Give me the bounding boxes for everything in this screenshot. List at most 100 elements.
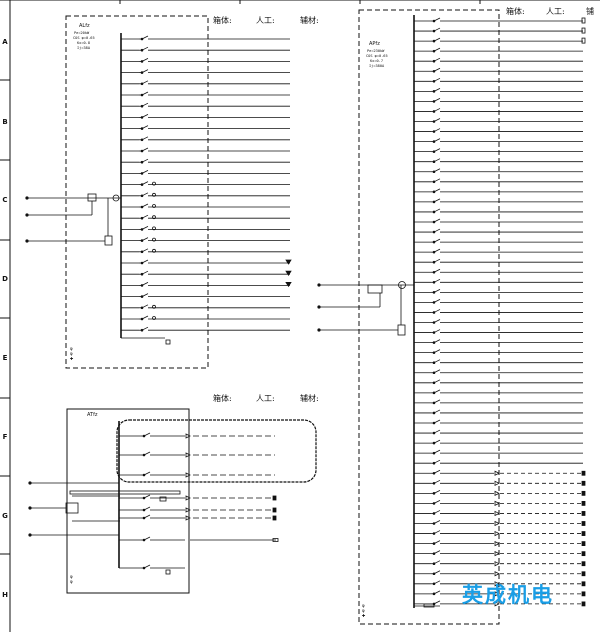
ap-circuit-59-arrow — [494, 601, 500, 607]
al-branch-circuits — [25, 33, 292, 345]
row-label-d: D — [2, 275, 8, 283]
ap-circuit-1-end-box — [581, 17, 586, 24]
al-circuit-25-breaker-pivot — [140, 306, 144, 310]
ap-spec-2: COS φ=0.65 — [366, 54, 388, 58]
ap-circuit-5-breaker-pivot — [432, 59, 436, 63]
ap-circuit-3-end-box — [581, 37, 586, 44]
at-circuit-3-arrow — [185, 472, 191, 478]
ap-spec-4: Ij=380A — [369, 64, 385, 68]
ap-circuit-49-arrow — [494, 500, 500, 507]
ap-circuit-50-terminal — [581, 511, 586, 516]
at-aux-label: 辅材: — [300, 394, 319, 403]
ap-circuit-23-breaker-pivot — [432, 240, 436, 244]
al-circuit-14-rcd — [152, 181, 156, 186]
al-circuit-26-breaker-pivot — [140, 317, 144, 321]
ap-circuit-13-breaker-pivot — [432, 140, 436, 143]
ap-circuit-37-breaker-pivot — [432, 381, 436, 385]
ap-main-breaker — [398, 281, 406, 289]
ap-circuit-22-breaker-pivot — [432, 230, 436, 234]
ap-panel-name: APfz — [369, 41, 380, 47]
at-control-wiring — [72, 495, 120, 522]
al-circuit-21-socket-symbol — [285, 259, 292, 265]
at-circuit-8-breaker-pivot — [142, 566, 146, 570]
at-panel-name: ATfz — [87, 412, 98, 418]
ap-circuit-39-breaker-pivot — [432, 401, 436, 405]
ap-incoming-2-dot — [317, 305, 321, 309]
al-circuit-23-breaker-pivot — [140, 284, 144, 287]
ap-circuit-25-breaker-pivot — [432, 260, 436, 264]
al-incoming-2-dot — [25, 213, 29, 217]
ap-circuit-32-breaker-pivot — [432, 331, 436, 334]
al-circuit-1-breaker-pivot — [140, 37, 144, 41]
al-circuit-25-rcd — [152, 304, 156, 309]
ap-circuit-51-arrow — [494, 520, 500, 527]
al-circuit-19-breaker-pivot — [140, 239, 144, 242]
ap-circuit-8-breaker-pivot — [432, 90, 436, 93]
ap-circuit-16-breaker-pivot — [432, 170, 436, 174]
al-circuit-2-breaker-pivot — [140, 48, 144, 52]
row-label-g: G — [2, 512, 8, 520]
ap-circuit-48-breaker-pivot — [432, 492, 436, 495]
ap-circuit-28-breaker-pivot — [432, 291, 436, 294]
ap-circuit-45-breaker-pivot — [432, 461, 436, 465]
ap-circuit-4-breaker-pivot — [432, 49, 436, 53]
at-circuit-5-arrow — [185, 507, 191, 513]
ap-incoming-isolator — [367, 284, 383, 294]
at-meter-box — [165, 569, 171, 575]
ap-circuit-49-breaker-pivot — [432, 502, 436, 505]
at-incoming-1-dot — [28, 481, 32, 485]
ap-circuit-24-breaker-pivot — [432, 250, 436, 254]
al-circuit-26-rcd — [152, 316, 156, 320]
al-circuit-23-socket-symbol — [285, 282, 292, 288]
ap-circuit-1-breaker-pivot — [432, 19, 436, 23]
ap-circuit-44-breaker-pivot — [432, 451, 436, 455]
at-panel-boundary — [66, 408, 190, 594]
ap-circuit-33-breaker-pivot — [432, 341, 436, 344]
ap-circuit-52-arrow — [494, 530, 500, 537]
al-circuit-16-breaker-pivot — [140, 205, 144, 209]
ap-circuit-19-breaker-pivot — [432, 200, 436, 204]
al-circuit-22-socket-symbol — [285, 270, 292, 276]
al-circuit-13-breaker-pivot — [140, 172, 144, 175]
ap-circuit-41-breaker-pivot — [432, 421, 436, 425]
at-circuit-7-end-box — [272, 538, 279, 542]
al-ats-box — [104, 235, 113, 246]
ap-circuit-54-arrow — [494, 551, 500, 557]
al-circuit-20-breaker-pivot — [140, 250, 144, 254]
ap-circuit-35-breaker-pivot — [432, 361, 436, 365]
ap-circuit-55-breaker-pivot — [432, 562, 436, 565]
at-circuit-3-breaker-pivot — [142, 473, 146, 477]
ap-circuit-50-breaker-pivot — [432, 512, 436, 515]
at-cloud-outline — [116, 419, 317, 483]
at-ground-mark: φ φ — [70, 574, 73, 584]
ap-circuit-46-terminal — [581, 470, 586, 476]
ap-circuit-54-terminal — [581, 551, 586, 557]
ap-circuit-57-breaker-pivot — [432, 582, 436, 586]
al-circuit-27-breaker-pivot — [140, 328, 144, 332]
ap-circuit-49-terminal — [581, 500, 586, 506]
at-box-label: 箱体: — [213, 394, 232, 403]
at-relay-box — [159, 496, 167, 502]
al-circuit-22-breaker-pivot — [140, 272, 144, 276]
ap-circuit-40-breaker-pivot — [432, 411, 436, 415]
row-label-c: C — [2, 196, 8, 204]
al-labor-label: 人工: — [256, 16, 275, 25]
al-circuit-3-breaker-pivot — [140, 60, 144, 63]
ap-incoming-3-dot — [317, 328, 321, 332]
al-spec-4: Ij=38A — [77, 46, 90, 50]
al-circuit-8-breaker-pivot — [140, 116, 144, 119]
al-incoming-1-dot — [25, 196, 29, 200]
ap-circuit-47-breaker-pivot — [432, 481, 436, 485]
al-circuit-9-breaker-pivot — [140, 127, 144, 130]
al-circuit-17-rcd — [152, 215, 156, 220]
al-circuit-15-breaker-pivot — [140, 194, 144, 198]
al-spec-2: COS φ=0.65 — [73, 36, 95, 40]
ap-circuit-10-breaker-pivot — [432, 110, 436, 113]
at-ats-box — [65, 502, 79, 514]
ap-circuit-21-breaker-pivot — [432, 220, 436, 224]
at-circuit-6-breaker-pivot — [142, 516, 146, 520]
ap-circuit-18-breaker-pivot — [432, 190, 436, 194]
ap-circuit-9-breaker-pivot — [432, 100, 436, 103]
ap-circuit-12-breaker-pivot — [432, 130, 436, 133]
